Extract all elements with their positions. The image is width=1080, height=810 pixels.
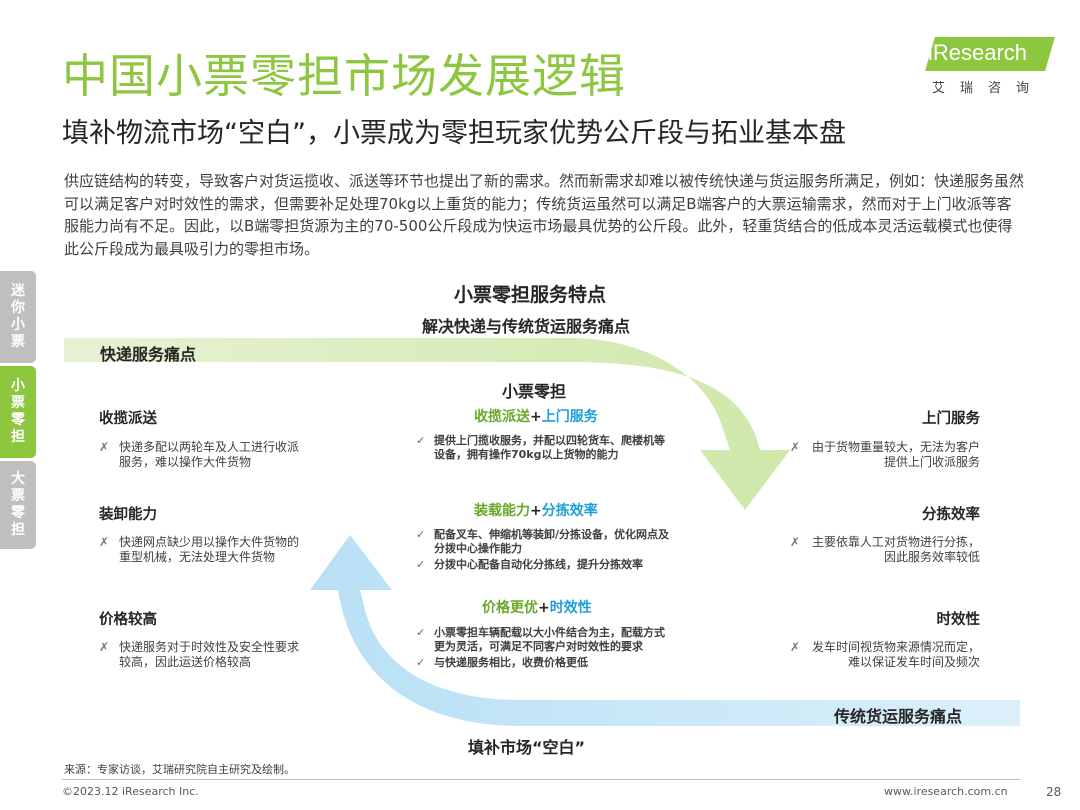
center-heading: 收揽派送+上门服务 (474, 406, 598, 426)
right-item-desc: ✗ 发车时间视货物来源情况而定，难以保证发车时间及频次 (790, 640, 980, 670)
source-note: 来源：专家访谈，艾瑞研究院自主研究及绘制。 (64, 763, 295, 776)
page-subtitle: 填补物流市场“空白”，小票成为零担玩家优势公斤段与拓业基本盘 (62, 118, 846, 149)
diagram-title: 小票零担服务特点 (454, 284, 607, 306)
heading-part-a: 价格更优 (482, 600, 538, 616)
copyright: ©2023.12 iResearch Inc. (62, 785, 199, 798)
footer-divider (62, 779, 1020, 780)
heading-part-b: 上门服务 (541, 409, 598, 425)
express-arrow (64, 338, 790, 510)
bullet-item: ✓小票零担车辆配载以大小件结合为主，配载方式更为灵活，可满足不同客户对时效性的要… (416, 626, 665, 653)
logo-text: iResearch (928, 40, 1028, 65)
cross-icon: ✗ (790, 440, 801, 454)
center-bullets: ✓提供上门揽收服务，并配以四轮货车、爬楼机等设备，拥有操作70kg以上货物的能力 (414, 434, 672, 464)
bullet-item: ✓与快递服务相比，收费价格更低 (416, 656, 588, 669)
cross-icon: ✗ (99, 535, 110, 549)
side-tab-large[interactable]: 大票零担 (0, 461, 36, 549)
left-item-title: 收揽派送 (99, 411, 157, 427)
freight-arrow (310, 535, 1020, 726)
heading-plus: + (530, 503, 542, 519)
cross-icon: ✗ (790, 535, 801, 549)
right-item-title: 上门服务 (922, 411, 980, 427)
left-item-desc: ✗ 快递服务对于时效性及安全性要求较高，因此运送价格较高 (99, 640, 299, 670)
right-item-title: 时效性 (936, 612, 981, 628)
side-tab-small[interactable]: 小票零担 (0, 366, 36, 458)
heading-plus: + (538, 600, 550, 616)
center-title: 小票零担 (502, 382, 567, 401)
check-icon: ✓ (416, 558, 426, 571)
left-item-desc: ✗ 快递网点缺少用以操作大件货物的重型机械，无法处理大件货物 (99, 535, 299, 565)
bullet-item: ✓配备叉车、伸缩机等装卸/分拣设备，优化网点及分拨中心操作能力 (416, 528, 670, 555)
right-item-desc: ✗ 由于货物重量较大，无法为客户提供上门收派服务 (790, 440, 980, 470)
express-band-label: 快递服务痛点 (100, 345, 197, 364)
freight-band-label: 传统货运服务痛点 (834, 707, 963, 726)
bottom-label: 填补市场“空白” (468, 738, 586, 757)
left-item-title: 装卸能力 (99, 507, 157, 523)
check-icon: ✓ (416, 528, 426, 541)
bullet-item: ✓分拨中心配备自动化分拣线，提升分拣效率 (416, 558, 643, 571)
heading-plus: + (530, 409, 542, 425)
left-item-desc: ✗ 快递多配以两轮车及人工进行收派服务，难以操作大件货物 (99, 440, 299, 470)
center-bullets: ✓配备叉车、伸缩机等装卸/分拣设备，优化网点及分拨中心操作能力 ✓分拨中心配备自… (414, 528, 672, 574)
right-item-text: 由于货物重量较大，无法为客户提供上门收派服务 (811, 440, 980, 469)
right-item-desc: ✗ 主要依靠人工对货物进行分拣，因此服务效率较低 (790, 535, 980, 565)
left-item-title: 价格较高 (99, 612, 157, 628)
side-tab-label: 大票零担 (11, 471, 25, 538)
cross-icon: ✗ (99, 440, 110, 454)
cross-icon: ✗ (99, 640, 110, 654)
check-icon: ✓ (416, 656, 426, 669)
website-url[interactable]: www.iresearch.com.cn (884, 785, 1008, 798)
diagram-subtitle: 解决快递与传统货运服务痛点 (422, 317, 631, 336)
center-bullets: ✓小票零担车辆配载以大小件结合为主，配载方式更为灵活，可满足不同客户对时效性的要… (414, 626, 672, 672)
iresearch-logo: iResearch 艾瑞咨询 (918, 33, 1058, 97)
center-heading: 价格更优+时效性 (482, 597, 592, 617)
heading-part-b: 分拣效率 (541, 503, 598, 519)
right-item-title: 分拣效率 (922, 507, 980, 523)
heading-part-b: 时效性 (549, 600, 592, 616)
center-heading: 装载能力+分拣效率 (474, 500, 598, 520)
right-item-text: 发车时间视货物来源情况而定，难以保证发车时间及频次 (811, 640, 980, 669)
check-icon: ✓ (416, 626, 426, 639)
intro-paragraph: 供应链结构的转变，导致客户对货运揽收、派送等环节也提出了新的需求。然而新需求却难… (64, 172, 1025, 258)
cross-icon: ✗ (790, 640, 801, 654)
right-item-text: 主要依靠人工对货物进行分拣，因此服务效率较低 (811, 535, 980, 564)
side-tab-label: 小票零担 (11, 378, 25, 445)
page-title: 中国小票零担市场发展逻辑 (62, 49, 626, 103)
heading-part-a: 装载能力 (474, 503, 530, 519)
side-tab-label: 迷你小票 (11, 283, 25, 350)
page-number: 28 (1046, 785, 1062, 799)
side-tab-mini[interactable]: 迷你小票 (0, 271, 36, 363)
heading-part-a: 收揽派送 (474, 409, 530, 425)
bullet-item: ✓提供上门揽收服务，并配以四轮货车、爬楼机等设备，拥有操作70kg以上货物的能力 (416, 434, 665, 461)
left-item-text: 快递服务对于时效性及安全性要求较高，因此运送价格较高 (119, 640, 300, 669)
check-icon: ✓ (416, 434, 426, 447)
left-item-text: 快递多配以两轮车及人工进行收派服务，难以操作大件货物 (119, 440, 300, 469)
logo-cn: 艾瑞咨询 (932, 81, 1045, 96)
left-item-text: 快递网点缺少用以操作大件货物的重型机械，无法处理大件货物 (119, 535, 300, 564)
